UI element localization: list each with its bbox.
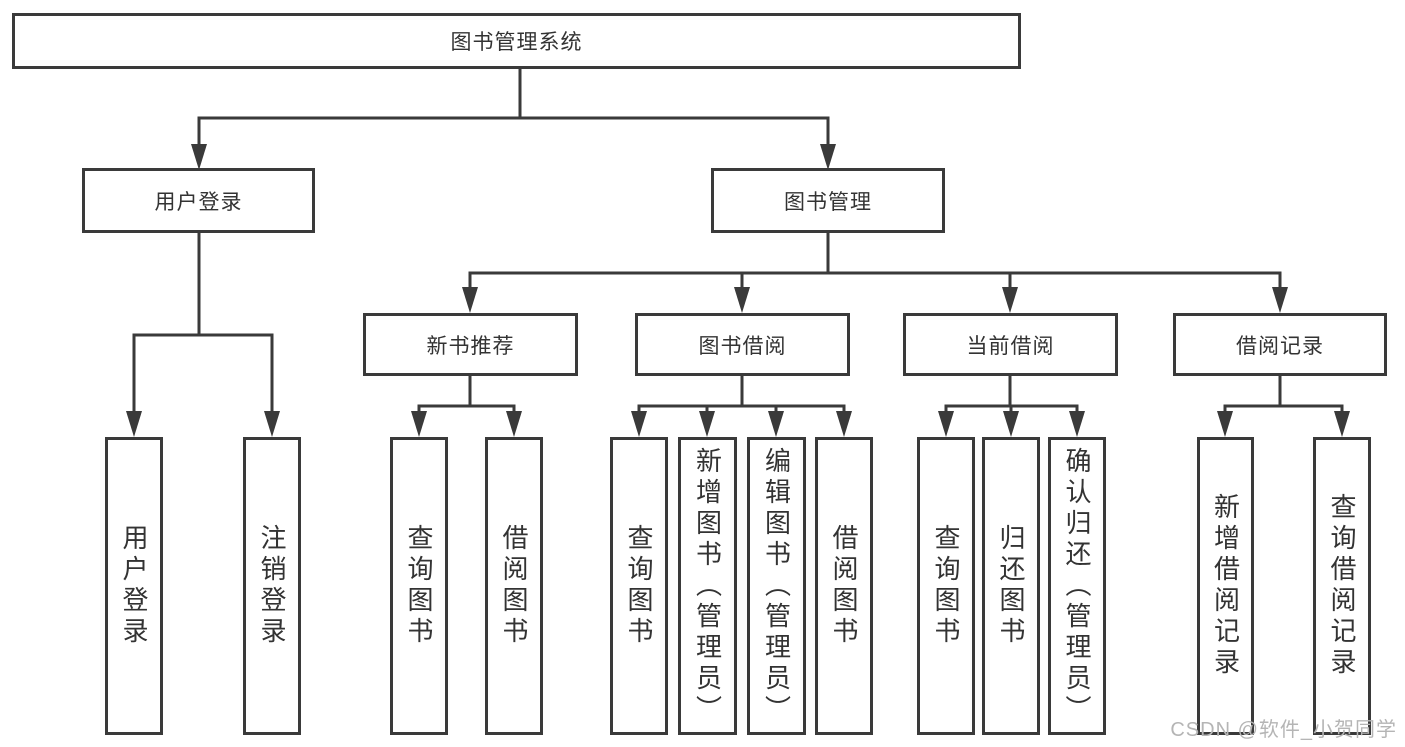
node-book-management: 图书管理 [711,168,945,233]
leaf-borrow-books-recommend-label: 借阅图书 [499,524,529,648]
leaf-logout: 注销登录 [243,437,301,735]
leaf-query-borrow-record-label: 查询借阅记录 [1327,493,1357,679]
node-library-system: 图书管理系统 [12,13,1021,69]
leaf-borrow-books-recommend: 借阅图书 [485,437,543,735]
leaf-user-login-label: 用户登录 [119,524,149,648]
node-book-borrow: 图书借阅 [635,313,850,376]
leaf-edit-books-admin: 编辑图书（管理员） [747,437,806,735]
leaf-add-books-admin-label: 新增图书（管理员） [692,446,723,726]
leaf-query-books-recommend: 查询图书 [390,437,448,735]
node-borrow-records: 借阅记录 [1173,313,1387,376]
leaf-edit-books-admin-label: 编辑图书（管理员） [761,446,792,726]
leaf-query-borrow-record: 查询借阅记录 [1313,437,1371,735]
connector-current-borrow-to-leaves [938,374,1085,437]
connector-book-borrow-to-leaves [631,374,852,437]
node-new-book-recommend: 新书推荐 [363,313,578,376]
leaf-query-books-borrow: 查询图书 [610,437,668,735]
leaf-borrow-books-borrow: 借阅图书 [815,437,873,735]
connector-new-book-recommend-to-leaves [411,374,522,437]
node-user-login: 用户登录 [82,168,315,233]
leaf-return-books-label: 归还图书 [996,524,1026,648]
leaf-borrow-books-borrow-label: 借阅图书 [829,524,859,648]
leaf-query-books-recommend-label: 查询图书 [404,524,434,648]
leaf-confirm-return-admin-label: 确认归还（管理员） [1062,446,1092,726]
leaf-add-borrow-record: 新增借阅记录 [1197,437,1254,735]
leaf-add-books-admin: 新增图书（管理员） [678,437,737,735]
leaf-query-books-current-label: 查询图书 [931,524,961,648]
leaf-query-books-borrow-label: 查询图书 [624,524,654,648]
watermark: CSDN @软件_小贺同学 [1170,719,1397,741]
leaf-confirm-return-admin: 确认归还（管理员） [1048,437,1106,735]
leaf-add-borrow-record-label: 新增借阅记录 [1210,493,1241,679]
connector-user-login-to-leaves [126,231,280,437]
leaf-query-books-current: 查询图书 [917,437,975,735]
connector-book-management-to-level3 [462,231,1288,313]
connector-root-to-level2 [191,67,836,170]
leaf-user-login: 用户登录 [105,437,163,735]
node-current-borrow: 当前借阅 [903,313,1118,376]
connector-borrow-records-to-leaves [1217,374,1350,437]
leaf-return-books: 归还图书 [982,437,1040,735]
leaf-logout-label: 注销登录 [257,524,287,648]
